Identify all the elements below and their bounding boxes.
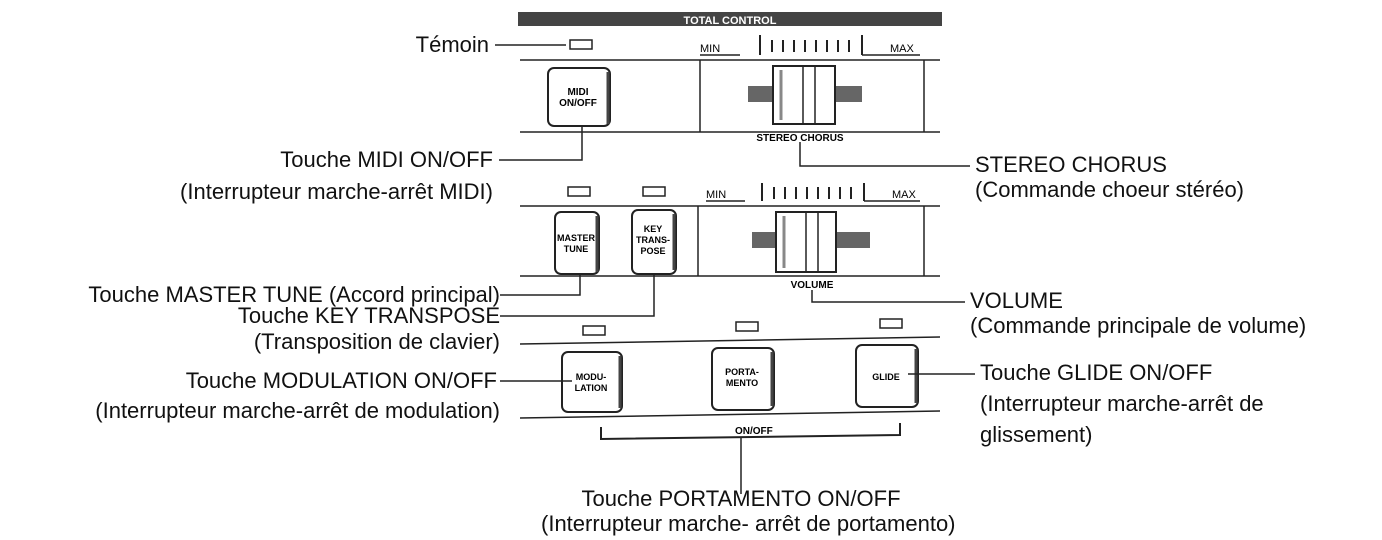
- callout-portamento-title: Touche PORTAMENTO ON/OFF: [581, 486, 901, 511]
- svg-text:TRANS-: TRANS-: [636, 235, 670, 245]
- volume-scale-ticks: [773, 187, 852, 199]
- portamento-button[interactable]: PORTA- MENTO: [711, 347, 775, 411]
- svg-text:MENTO: MENTO: [726, 378, 758, 388]
- callout-volume-title: VOLUME: [970, 288, 1063, 313]
- onoff-label: ON/OFF: [735, 426, 773, 437]
- indicator-led: [879, 318, 903, 329]
- svg-text:MODU-: MODU-: [576, 372, 607, 382]
- indicator-led: [735, 321, 759, 332]
- callout-temoin: Témoin: [415, 32, 489, 57]
- svg-text:MIDI: MIDI: [567, 87, 588, 98]
- midi-onoff-button[interactable]: MIDI ON/OFF: [547, 67, 611, 127]
- callout-glide-title: Touche GLIDE ON/OFF: [980, 360, 1213, 385]
- indicator-led: [642, 186, 666, 197]
- stereo-chorus-slider[interactable]: [748, 65, 862, 125]
- svg-text:KEY: KEY: [644, 224, 663, 234]
- max-label: MAX: [892, 189, 917, 201]
- svg-text:PORTA-: PORTA-: [725, 367, 759, 377]
- callout-portamento-desc: (Interrupteur marche- arrêt de portament…: [541, 511, 956, 536]
- svg-text:LATION: LATION: [575, 383, 608, 393]
- min-label: MIN: [700, 43, 720, 55]
- volume-slider[interactable]: [752, 211, 870, 273]
- callout-modulation-desc: (Interrupteur marche-arrêt de modulation…: [95, 398, 500, 423]
- stereo-scale-ticks: [771, 40, 850, 52]
- modulation-button[interactable]: MODU- LATION: [561, 351, 623, 413]
- callout-volume-desc: (Commande principale de volume): [970, 313, 1307, 338]
- svg-text:TUNE: TUNE: [564, 244, 589, 254]
- panel-title: TOTAL CONTROL: [684, 15, 777, 27]
- stereo-chorus-label: STEREO CHORUS: [756, 133, 844, 144]
- svg-text:ON/OFF: ON/OFF: [559, 98, 597, 109]
- leader-lines: [495, 44, 975, 494]
- callout-stereo-desc: (Commande choeur stéréo): [975, 177, 1245, 202]
- callout-modulation-title: Touche MODULATION ON/OFF: [185, 368, 497, 393]
- indicator-led: [567, 186, 591, 197]
- master-tune-button[interactable]: MASTER TUNE: [554, 211, 600, 275]
- svg-text:POSE: POSE: [640, 246, 665, 256]
- svg-text:GLIDE: GLIDE: [872, 372, 900, 382]
- key-transpose-button[interactable]: KEY TRANS- POSE: [631, 209, 677, 275]
- callout-midi-title: Touche MIDI ON/OFF: [280, 147, 493, 172]
- glide-button[interactable]: GLIDE: [855, 344, 919, 408]
- max-label: MAX: [890, 43, 915, 55]
- indicator-led: [582, 325, 606, 336]
- callout-key-title: Touche KEY TRANSPOSE: [237, 303, 500, 328]
- callout-midi-desc: (Interrupteur marche-arrêt MIDI): [180, 179, 493, 204]
- title-bar: [518, 12, 942, 26]
- volume-label: VOLUME: [791, 280, 834, 291]
- indicator-led: [569, 39, 593, 50]
- callout-glide-desc-1: (Interrupteur marche-arrêt de: [980, 391, 1264, 416]
- min-label: MIN: [706, 189, 726, 201]
- callout-key-desc: (Transposition de clavier): [253, 329, 500, 354]
- callout-stereo-title: STEREO CHORUS: [975, 152, 1167, 177]
- svg-text:MASTER: MASTER: [557, 233, 596, 243]
- callout-master-tune: Touche MASTER TUNE (Accord principal): [88, 282, 500, 307]
- onoff-bracket: [600, 423, 901, 441]
- callout-glide-desc-2: glissement): [980, 422, 1093, 447]
